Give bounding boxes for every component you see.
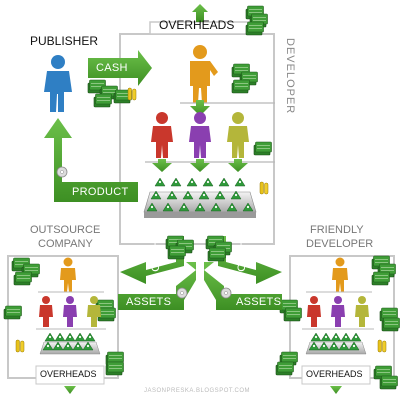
asset-platform — [143, 177, 257, 218]
publisher-label: PUBLISHER — [30, 34, 99, 48]
money-stack-icon — [245, 5, 268, 36]
overheads-right-label: OVERHEADS — [306, 369, 363, 379]
gold-coin-icon — [259, 181, 269, 195]
overheads-up-arrow — [192, 4, 208, 22]
outsource-label-line1: OUTSOURCE — [30, 224, 101, 236]
down-arrow — [228, 159, 248, 172]
worker-purple-figure — [189, 112, 211, 158]
money-stack-icon — [253, 141, 272, 156]
down-arrow — [190, 100, 210, 116]
assets-arrow-left — [118, 262, 196, 310]
friendly-label-line1: FRIENDLY — [310, 224, 364, 236]
money-stack-icon — [231, 63, 258, 94]
money-stack-icon — [87, 79, 137, 108]
money-stack-icon — [165, 235, 232, 262]
friendly-workers — [307, 296, 369, 327]
developer-label: DEVELOPER — [284, 38, 296, 115]
cash-arrow-top — [88, 50, 152, 86]
worker-red-figure — [151, 112, 173, 158]
watermark: JASONPRESKA.BLOGSPOT.COM — [144, 388, 251, 394]
assets-right-label: ASSETS — [236, 296, 282, 308]
overheads-left-label: OVERHEADS — [40, 369, 97, 379]
cash-arrow-left — [120, 236, 184, 284]
worker-olive-figure — [227, 112, 249, 158]
cash-top-label: CASH — [96, 62, 128, 74]
asset-platform — [39, 332, 101, 355]
product-arrow — [44, 118, 138, 202]
outsource-label-line2: COMPANY — [38, 238, 93, 250]
gold-coin-icon — [15, 339, 25, 353]
down-arrow — [152, 159, 172, 172]
disc-icon — [176, 287, 232, 299]
assets-arrow-right — [204, 262, 282, 310]
asset-platform — [305, 332, 367, 355]
cash-right-label: CASH — [236, 240, 248, 272]
developer-manager-figure — [190, 45, 218, 103]
friendly-manager-figure — [332, 257, 348, 292]
outsource-manager-figure — [60, 257, 76, 292]
overheads-down-arrow — [64, 386, 76, 394]
down-arrow — [190, 159, 210, 172]
disc-icon — [56, 166, 68, 178]
cash-left-label: CASH — [150, 240, 162, 272]
overheads-top-label: OVERHEADS — [159, 18, 235, 32]
overheads-down-arrow — [330, 386, 342, 394]
product-label: PRODUCT — [72, 186, 129, 198]
publisher-figure — [44, 55, 72, 112]
cash-arrow-right — [218, 236, 282, 284]
outsource-workers — [39, 296, 101, 327]
gold-coin-icon — [377, 339, 387, 353]
assets-left-label: ASSETS — [126, 296, 172, 308]
friendly-label-line2: DEVELOPER — [306, 238, 374, 250]
